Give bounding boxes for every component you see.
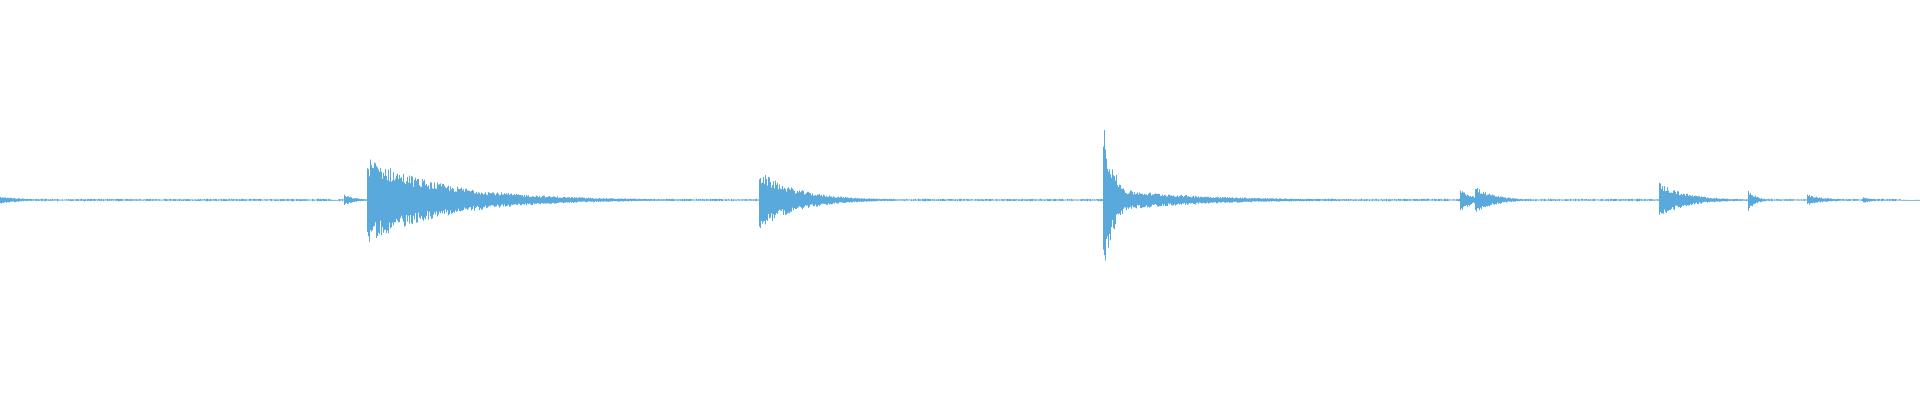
- waveform-trace: [0, 130, 1920, 261]
